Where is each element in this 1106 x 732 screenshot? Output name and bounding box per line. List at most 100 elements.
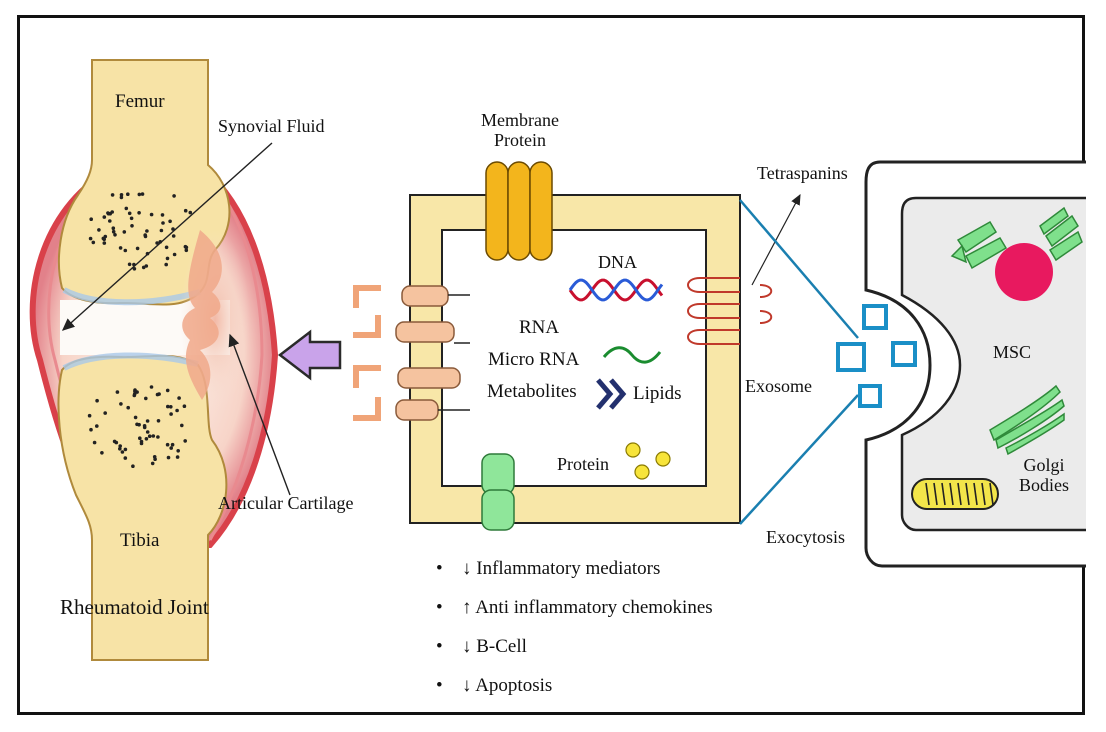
trabecular-dot <box>175 455 180 459</box>
trabecular-dot <box>88 236 93 241</box>
trabecular-dot <box>137 192 142 197</box>
trabecular-dot <box>126 192 130 196</box>
mitochondrial-crista <box>941 482 946 506</box>
trabecular-dot <box>95 398 99 403</box>
label-membrane-protein: Membrane Protein <box>481 110 559 150</box>
label-exosome: Exosome <box>745 376 812 396</box>
receptors <box>395 285 470 421</box>
trabecular-dot <box>103 411 107 415</box>
trabecular-dot <box>108 219 112 223</box>
trabecular-dot <box>156 435 160 439</box>
trabecular-dot <box>138 436 142 441</box>
label-tetraspanins: Tetraspanins <box>757 163 848 183</box>
trabecular-dot <box>123 248 128 253</box>
trabecular-dot <box>155 392 160 397</box>
ligands <box>353 285 381 421</box>
nucleus <box>995 243 1053 301</box>
trabecular-dot <box>165 388 170 393</box>
trabecular-dot <box>123 447 128 452</box>
trabecular-dot <box>124 206 129 211</box>
trabecular-dot <box>159 228 164 233</box>
label-lipids: Lipids <box>633 383 682 404</box>
trabecular-dot <box>184 248 189 253</box>
trabecular-dot <box>120 450 125 454</box>
tibia-trabecular-dots <box>87 385 187 469</box>
label-exocytosis: Exocytosis <box>766 527 845 547</box>
effect-item: •↑ Anti inflammatory chemokines <box>436 597 713 618</box>
trabecular-dot <box>91 240 96 245</box>
mitochondrial-crista <box>965 482 970 506</box>
mitochondrial-crista <box>949 482 954 506</box>
trabecular-dot <box>89 217 93 221</box>
trabecular-dot <box>149 212 154 217</box>
trabecular-dot <box>114 440 119 445</box>
trabecular-dot <box>160 213 165 217</box>
trabecular-dot <box>168 219 172 224</box>
trabecular-dot <box>127 211 132 216</box>
trabecular-dot <box>182 404 187 409</box>
trabecular-dot <box>145 229 149 233</box>
trabecular-dot <box>145 419 150 423</box>
trabecular-dot <box>132 267 137 271</box>
micro-rna-squiggle <box>602 346 662 364</box>
trabecular-dot <box>118 246 123 250</box>
effect-item: •↓ B-Cell <box>436 636 527 657</box>
trabecular-dot <box>172 252 177 257</box>
label-rheumatoid-joint: Rheumatoid Joint <box>60 595 209 619</box>
trabecular-dot <box>144 396 148 401</box>
trabecular-dot <box>188 210 193 215</box>
trabecular-dot <box>175 408 179 413</box>
trabecular-dot <box>102 237 106 241</box>
dna-helix <box>568 278 664 302</box>
trabecular-dot <box>151 434 156 438</box>
trabecular-dot <box>177 396 181 400</box>
trabecular-dot <box>87 413 92 418</box>
membrane-protein <box>485 161 553 261</box>
trabecular-dot <box>170 442 175 447</box>
mitochondrion <box>911 478 999 510</box>
femur-trabecular-dots <box>88 192 193 271</box>
therapeutic-effects-list: •↓ Inflammatory mediators •↑ Anti inflam… <box>436 558 713 714</box>
trabecular-dot <box>172 194 176 198</box>
zoom-line-bottom <box>739 394 859 525</box>
trabecular-dot <box>113 233 117 237</box>
mitochondrial-crista <box>933 482 938 506</box>
label-tibia: Tibia <box>120 530 160 551</box>
trabecular-dot <box>110 210 114 214</box>
effect-item: •↓ Apoptosis <box>436 675 553 696</box>
trabecular-dot <box>183 208 188 213</box>
trabecular-dot <box>95 424 99 428</box>
label-golgi-bodies: Golgi Bodies <box>1018 455 1069 495</box>
trabecular-dot <box>119 193 124 197</box>
trabecular-dot <box>130 224 134 228</box>
tetraspanins-pointer <box>751 193 801 286</box>
trabecular-dot <box>137 422 141 427</box>
trabecular-dot <box>129 216 134 221</box>
trabecular-dot <box>115 390 120 394</box>
trabecular-dot <box>102 241 107 245</box>
trabecular-dot <box>133 415 138 420</box>
trabecular-dot <box>176 449 180 453</box>
mitochondrial-crista <box>989 482 994 506</box>
trabecular-dot <box>166 404 170 409</box>
trabecular-dot <box>169 446 173 450</box>
label-protein: Protein <box>557 454 609 474</box>
trabecular-dot <box>92 440 97 445</box>
label-micro-rna: Micro RNA <box>488 349 580 370</box>
trabecular-dot <box>180 423 184 428</box>
trabecular-dot <box>165 256 170 261</box>
trabecular-dot <box>89 427 93 432</box>
trabecular-dot <box>149 385 154 389</box>
trabecular-dot <box>144 437 149 441</box>
label-metabolites: Metabolites <box>487 381 577 402</box>
trabecular-dot <box>111 226 116 230</box>
tetraspanin-coil <box>687 277 773 345</box>
effect-item: •↓ Inflammatory mediators <box>436 558 661 579</box>
trabecular-dot <box>169 405 173 409</box>
trabecular-dot <box>155 241 159 245</box>
lipids-icon <box>596 378 627 410</box>
trabecular-dot <box>123 456 128 460</box>
trabecular-dot <box>110 193 115 197</box>
trabecular-dot <box>169 412 173 416</box>
